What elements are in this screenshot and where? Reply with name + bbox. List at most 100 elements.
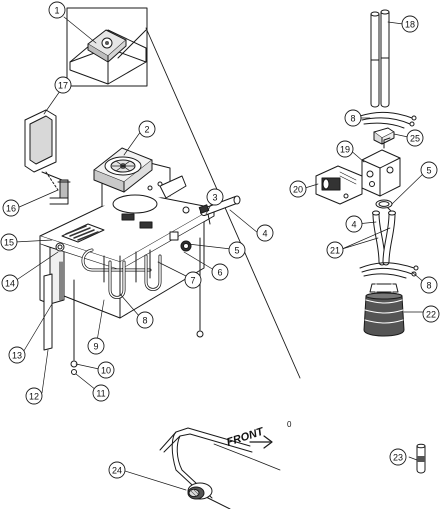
callout-number: 16: [6, 204, 16, 214]
callout-21: 21: [326, 241, 344, 259]
callout-20: 20: [289, 180, 307, 198]
callout-number: 14: [5, 279, 15, 289]
callouts-layer: 1234455678889101112131415161718192021222…: [0, 1, 440, 479]
callout-number: 10: [101, 366, 111, 376]
callout-circle: [2, 199, 20, 217]
callout-number: 20: [293, 185, 303, 195]
callout-circle: [92, 384, 110, 402]
callout-number: 6: [217, 268, 222, 278]
callout-number: 21: [330, 246, 340, 256]
callout-24: 24: [108, 461, 126, 479]
callout-number: 18: [405, 20, 415, 30]
clamp-part-right: [375, 199, 393, 213]
front-label: FRONT: [225, 425, 266, 449]
callout-number: 12: [29, 392, 39, 402]
callout-number: 8: [142, 316, 147, 326]
callout-circle: [336, 140, 354, 158]
callout-number: 11: [96, 389, 105, 399]
callout-circle: [48, 1, 66, 19]
callout-8a: 8: [136, 311, 154, 329]
stray-mark: 0: [287, 420, 292, 429]
callout-number: 1: [54, 6, 59, 16]
callout-number: 8: [350, 114, 355, 124]
callout-19: 19: [336, 140, 354, 158]
callout-circle: [206, 188, 224, 206]
callout-number: 2: [144, 125, 149, 135]
callout-circle: [0, 233, 18, 251]
callout-circle: [136, 311, 154, 329]
callout-circle: [8, 346, 26, 364]
callout-4a: 4: [256, 224, 274, 242]
callout-11: 11: [92, 384, 110, 402]
callout-circle: [256, 224, 274, 242]
callout-circle: [420, 276, 438, 294]
callout-3: 3: [206, 188, 224, 206]
callout-number: 8: [426, 281, 431, 291]
callout-2: 2: [138, 120, 156, 138]
callout-circle: [87, 337, 105, 355]
callout-25: 25: [406, 129, 424, 147]
callout-13: 13: [8, 346, 26, 364]
front-panel-view: FRONT 0: [159, 420, 292, 510]
callout-circle: [326, 241, 344, 259]
callout-5b: 5: [420, 161, 438, 179]
callout-15: 15: [0, 233, 18, 251]
callout-9: 9: [87, 337, 105, 355]
callout-circle: [184, 271, 202, 289]
callout-number: 7: [190, 276, 195, 286]
callout-12: 12: [25, 387, 43, 405]
callout-number: 9: [93, 342, 98, 352]
callout-8b: 8: [344, 109, 362, 127]
callout-number: 19: [340, 145, 350, 155]
callout-number: 13: [12, 351, 22, 361]
callout-circle: [108, 461, 126, 479]
callout-number: 4: [351, 220, 356, 230]
callout-circle: [389, 448, 407, 466]
fan-part: [93, 147, 163, 193]
callout-number: 22: [426, 310, 436, 320]
callout-8c: 8: [420, 276, 438, 294]
callout-number: 5: [426, 166, 431, 176]
callout-18: 18: [401, 15, 419, 33]
wire-set-upper: [359, 111, 417, 129]
callout-circle: [211, 263, 229, 281]
callout-6: 6: [211, 263, 229, 281]
callout-number: 24: [112, 466, 122, 476]
callout-number: 23: [393, 453, 403, 463]
connector-part: [373, 127, 395, 145]
callout-circle: [54, 76, 72, 94]
callout-1: 1: [48, 1, 66, 19]
callout-circle: [422, 305, 440, 323]
hoses-part: [372, 210, 396, 266]
drain-bottle-part: [363, 283, 405, 337]
detail-inset: [66, 7, 148, 87]
callout-number: 3: [212, 193, 217, 203]
callout-4b: 4: [345, 215, 363, 233]
chassis-assembly: [39, 157, 215, 375]
callout-number: 25: [410, 134, 420, 144]
callout-16: 16: [2, 199, 20, 217]
callout-circle: [97, 361, 115, 379]
callout-circle: [1, 274, 19, 292]
callout-10: 10: [97, 361, 115, 379]
callout-circle: [228, 241, 246, 259]
callout-number: 4: [262, 229, 267, 239]
callout-number: 15: [4, 238, 14, 248]
callout-circle: [25, 387, 43, 405]
callout-14: 14: [1, 274, 19, 292]
callout-22: 22: [422, 305, 440, 323]
callout-circle: [406, 129, 424, 147]
valve-manifold-part: [361, 137, 401, 197]
callout-circle: [345, 215, 363, 233]
callout-circle: [289, 180, 307, 198]
solenoid-part: [315, 165, 363, 205]
callout-number: 17: [58, 81, 68, 91]
callout-circle: [344, 109, 362, 127]
callout-number: 5: [234, 246, 239, 256]
callout-17: 17: [54, 76, 72, 94]
callout-7: 7: [184, 271, 202, 289]
rear-tube-part: [198, 195, 241, 225]
callout-circle: [420, 161, 438, 179]
